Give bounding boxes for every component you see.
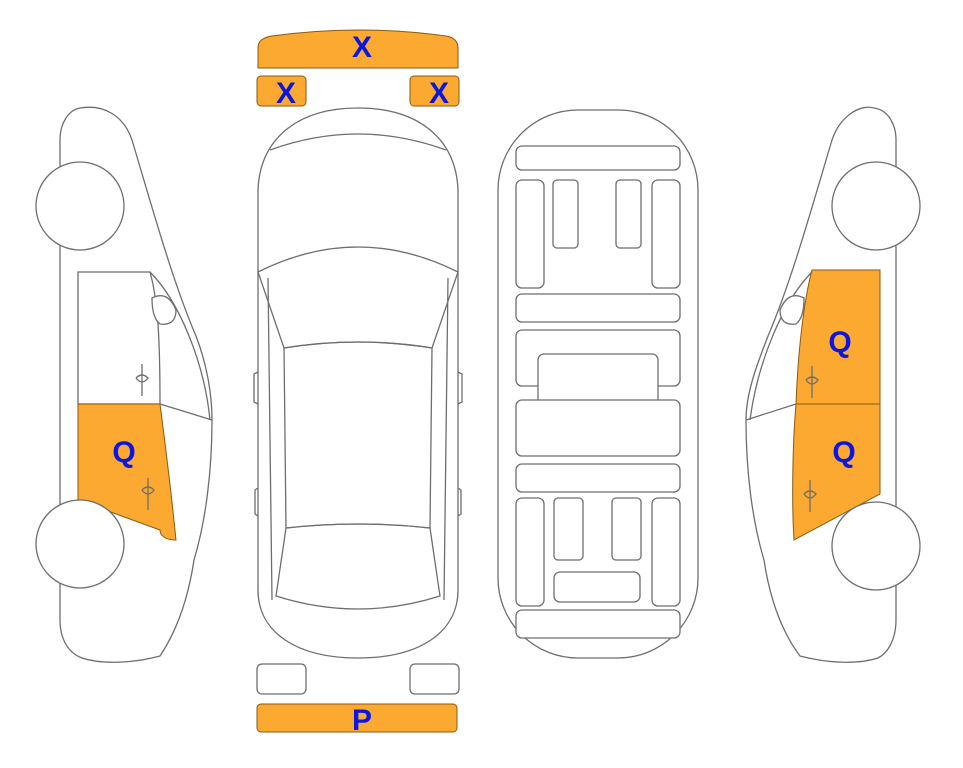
- underbody-panel: [515, 609, 681, 639]
- top-left-pillar: [267, 277, 273, 601]
- right-front-wheel[interactable]: [831, 161, 921, 251]
- top-left-mirror: [253, 371, 259, 405]
- front-left-headlight[interactable]: [256, 75, 307, 107]
- rear-bumper[interactable]: [256, 703, 458, 733]
- underbody-panel: [515, 399, 681, 457]
- right-door-rear[interactable]: [792, 403, 881, 541]
- right-window-line: [749, 271, 813, 421]
- left-window-line: [149, 271, 211, 421]
- front-parts: X X X: [256, 29, 460, 110]
- front-right-headlight[interactable]: [409, 75, 460, 107]
- right-window-line: [745, 403, 797, 421]
- left-rear-wheel[interactable]: [35, 499, 125, 589]
- underbody-panel: [515, 463, 681, 493]
- car-top-view: [253, 107, 463, 659]
- left-window-line: [159, 403, 213, 421]
- front-left-headlight-code: X: [276, 77, 296, 110]
- car-right-side: Q Q: [745, 106, 921, 663]
- underbody-panel: [553, 497, 584, 561]
- underbody-panel: [553, 571, 641, 603]
- underbody-panel: [615, 179, 642, 249]
- left-rear-door-handle[interactable]: [141, 478, 155, 510]
- top-hood-line: [269, 133, 447, 151]
- front-bumper[interactable]: [257, 29, 459, 69]
- top-left-handle: [254, 487, 259, 517]
- top-body-outline: [257, 107, 459, 659]
- front-bumper-code: X: [352, 31, 372, 64]
- right-front-door-handle[interactable]: [805, 366, 819, 398]
- top-right-pillar: [443, 277, 449, 601]
- top-right-handle: [457, 487, 462, 517]
- left-front-door-handle[interactable]: [135, 364, 149, 396]
- underbody-panel: [611, 497, 642, 561]
- car-left-side: Q: [35, 106, 213, 663]
- underbody-panel: [515, 179, 545, 289]
- rear-bumper-code: P: [352, 704, 372, 737]
- left-rear-door-code: Q: [112, 436, 135, 469]
- left-side-mirror[interactable]: [151, 295, 177, 325]
- top-right-mirror: [457, 371, 463, 405]
- underbody-panel: [515, 293, 681, 323]
- underbody-panel: [515, 497, 545, 607]
- right-rear-door-handle[interactable]: [803, 480, 817, 512]
- car-underbody: [497, 109, 699, 659]
- top-rear-window: [275, 523, 441, 610]
- right-rear-door-code: Q: [832, 436, 855, 469]
- underbody-panel: [552, 179, 579, 249]
- rear-left-taillight[interactable]: [256, 663, 307, 695]
- underbody-panel: [515, 145, 681, 171]
- right-front-door-code: Q: [828, 326, 851, 359]
- right-side-mirror[interactable]: [779, 295, 805, 325]
- rear-right-taillight[interactable]: [409, 663, 460, 695]
- underbody-panel: [651, 497, 681, 607]
- left-front-wheel[interactable]: [35, 161, 125, 251]
- rear-parts: P: [256, 663, 460, 737]
- underbody-panel: [651, 179, 681, 289]
- front-right-headlight-code: X: [429, 77, 449, 110]
- right-rear-wheel[interactable]: [831, 501, 921, 591]
